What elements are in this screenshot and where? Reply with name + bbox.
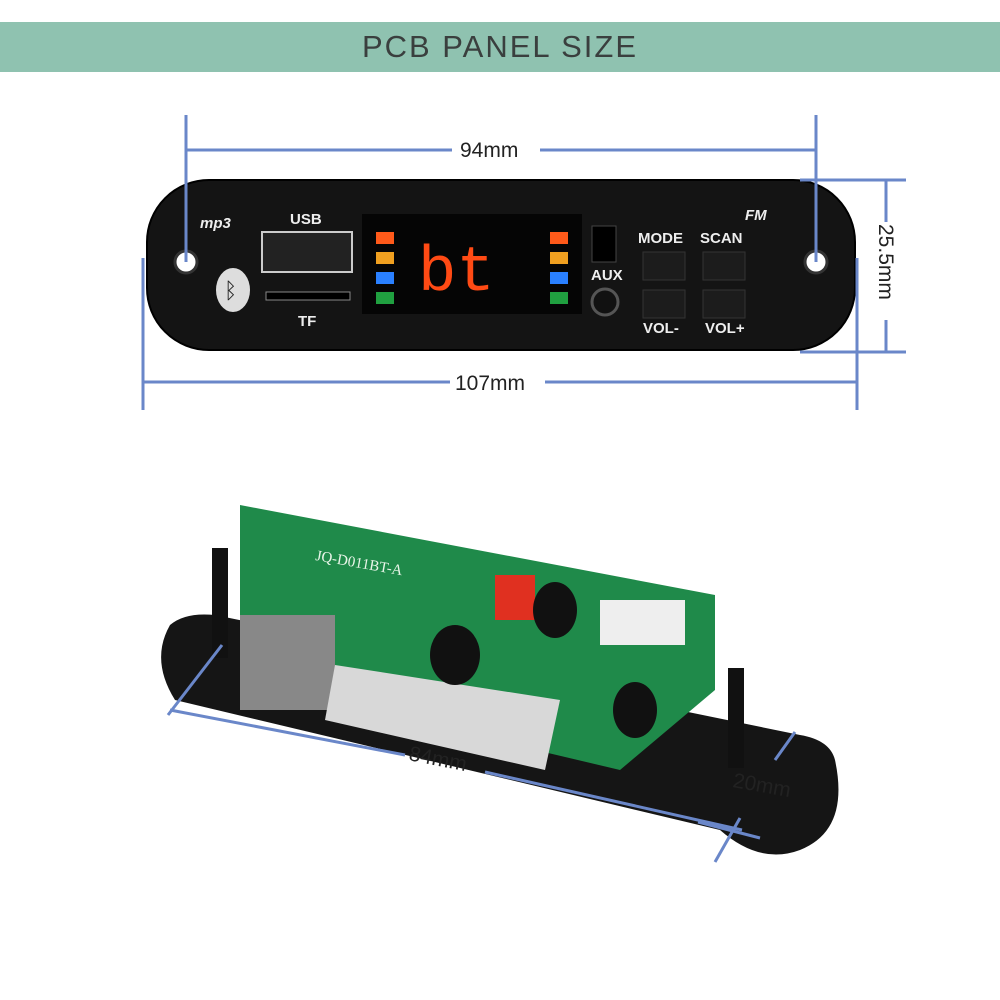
vol-up-button[interactable] <box>702 289 746 319</box>
dim-107mm: 107mm <box>455 372 525 395</box>
usb-label: USB <box>290 211 322 228</box>
mode-label: MODE <box>638 230 683 247</box>
front-panel: mp3 USB TF ᛒ bt AUX FM MODE SCAN VOL- VO… <box>146 179 856 351</box>
dimension-lines <box>141 115 906 410</box>
dim-25-5mm: 25.5mm <box>874 224 897 300</box>
capacitor <box>430 625 480 685</box>
capacitor <box>613 682 657 738</box>
screw-left <box>212 548 228 658</box>
red-connector <box>495 575 535 620</box>
module-photo: JQ-D011BT-A <box>161 505 839 855</box>
vol-up-label: VOL+ <box>705 320 745 337</box>
vol-down-label: VOL- <box>643 320 679 337</box>
level-meter-right <box>550 232 568 304</box>
level-meter-left <box>376 232 394 304</box>
fm-label: FM <box>745 207 767 224</box>
aux-jack[interactable] <box>590 287 620 317</box>
usb-connector <box>240 615 335 710</box>
bottom-dimension-lines <box>166 644 797 863</box>
ir-receiver <box>591 225 617 263</box>
capacitor <box>533 582 577 638</box>
mode-button[interactable] <box>642 251 686 281</box>
display <box>362 214 582 314</box>
page-title: PCB PANEL SIZE <box>361 29 639 64</box>
white-connector <box>600 600 685 645</box>
tf-slot[interactable] <box>265 291 351 301</box>
display-module <box>325 665 560 770</box>
scan-label: SCAN <box>700 230 743 247</box>
bluetooth-icon <box>216 268 250 312</box>
tf-label: TF <box>298 313 316 330</box>
dim-94mm: 94mm <box>460 139 518 162</box>
mp3-logo: mp3 <box>200 215 232 232</box>
vol-down-button[interactable] <box>642 289 686 319</box>
title-band: PCB PANEL SIZE <box>0 22 1000 72</box>
screw-right <box>728 668 744 768</box>
bluetooth-glyph: ᛒ <box>224 278 237 303</box>
usb-port[interactable] <box>261 231 353 273</box>
display-text: bt <box>418 238 495 310</box>
aux-label: AUX <box>591 267 623 284</box>
scan-button[interactable] <box>702 251 746 281</box>
